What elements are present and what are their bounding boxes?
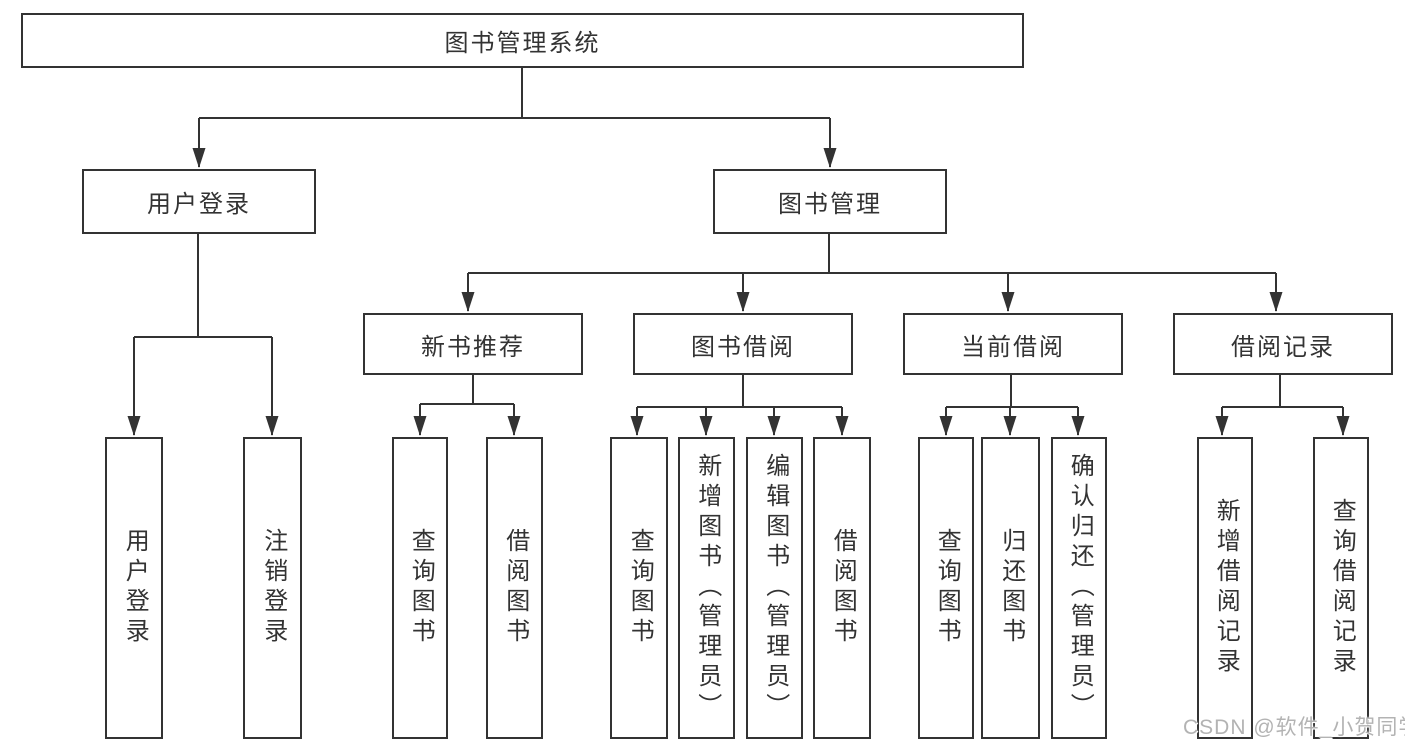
leaf-borrowing-query-books: 查询图书	[610, 437, 668, 739]
node-label: 查询借阅记录	[1328, 498, 1356, 678]
node-label: 用户登录	[147, 191, 251, 218]
node-book-management: 图书管理	[713, 169, 947, 234]
node-label: 新书推荐	[421, 333, 525, 361]
connector-book-management-trunk	[468, 233, 1276, 274]
node-label: 用户登录	[121, 528, 149, 648]
node-label: 注销登录	[259, 528, 287, 648]
node-user-login: 用户登录	[82, 169, 316, 234]
node-label: 图书管理	[778, 191, 882, 218]
node-borrowing-records: 借阅记录	[1173, 313, 1393, 375]
node-label: 借阅图书	[829, 528, 857, 648]
leaf-current-query-books: 查询图书	[918, 437, 974, 739]
node-new-book-recommendation: 新书推荐	[363, 313, 583, 375]
node-label: 图书管理系统	[444, 30, 601, 57]
node-current-borrowing: 当前借阅	[903, 313, 1123, 375]
node-label: 新增借阅记录	[1212, 498, 1240, 678]
leaf-logout: 注销登录	[243, 437, 302, 739]
node-label: 借阅图书	[501, 528, 529, 648]
leaf-current-confirm-return-admin: 确认归还（管理员）	[1051, 437, 1107, 739]
connector-recommend-trunk	[420, 375, 514, 405]
node-label: 查询图书	[626, 528, 654, 648]
leaf-borrowing-add-books-admin: 新增图书（管理员）	[678, 437, 735, 739]
connector-user-login-trunk	[134, 233, 272, 338]
node-label: 新增图书（管理员）	[693, 453, 721, 723]
node-label: 确认归还（管理员）	[1066, 453, 1094, 723]
node-label: 当前借阅	[961, 333, 1065, 361]
csdn-watermark: CSDN @软件_小贺同学	[1183, 716, 1405, 739]
node-label: 归还图书	[997, 528, 1025, 648]
node-book-borrowing: 图书借阅	[633, 313, 853, 375]
node-label: 查询图书	[933, 528, 961, 648]
leaf-records-query-record: 查询借阅记录	[1313, 437, 1369, 739]
node-label: 编辑图书（管理员）	[761, 453, 789, 723]
connector-records-trunk	[1222, 375, 1343, 408]
connector-borrowing-trunk	[637, 375, 842, 408]
node-label: 查询图书	[407, 528, 435, 648]
node-label: 图书借阅	[691, 333, 795, 361]
leaf-records-add-record: 新增借阅记录	[1197, 437, 1253, 739]
connector-current-trunk	[946, 375, 1078, 408]
leaf-user-login: 用户登录	[105, 437, 163, 739]
node-library-management-system: 图书管理系统	[21, 13, 1024, 68]
leaf-recommend-borrow-books: 借阅图书	[486, 437, 543, 739]
node-label: 借阅记录	[1231, 333, 1335, 361]
leaf-recommend-query-books: 查询图书	[392, 437, 448, 739]
leaf-borrowing-edit-books-admin: 编辑图书（管理员）	[746, 437, 803, 739]
connector-root-trunk	[199, 67, 830, 119]
leaf-borrowing-borrow-books: 借阅图书	[813, 437, 871, 739]
leaf-current-return-books: 归还图书	[981, 437, 1040, 739]
